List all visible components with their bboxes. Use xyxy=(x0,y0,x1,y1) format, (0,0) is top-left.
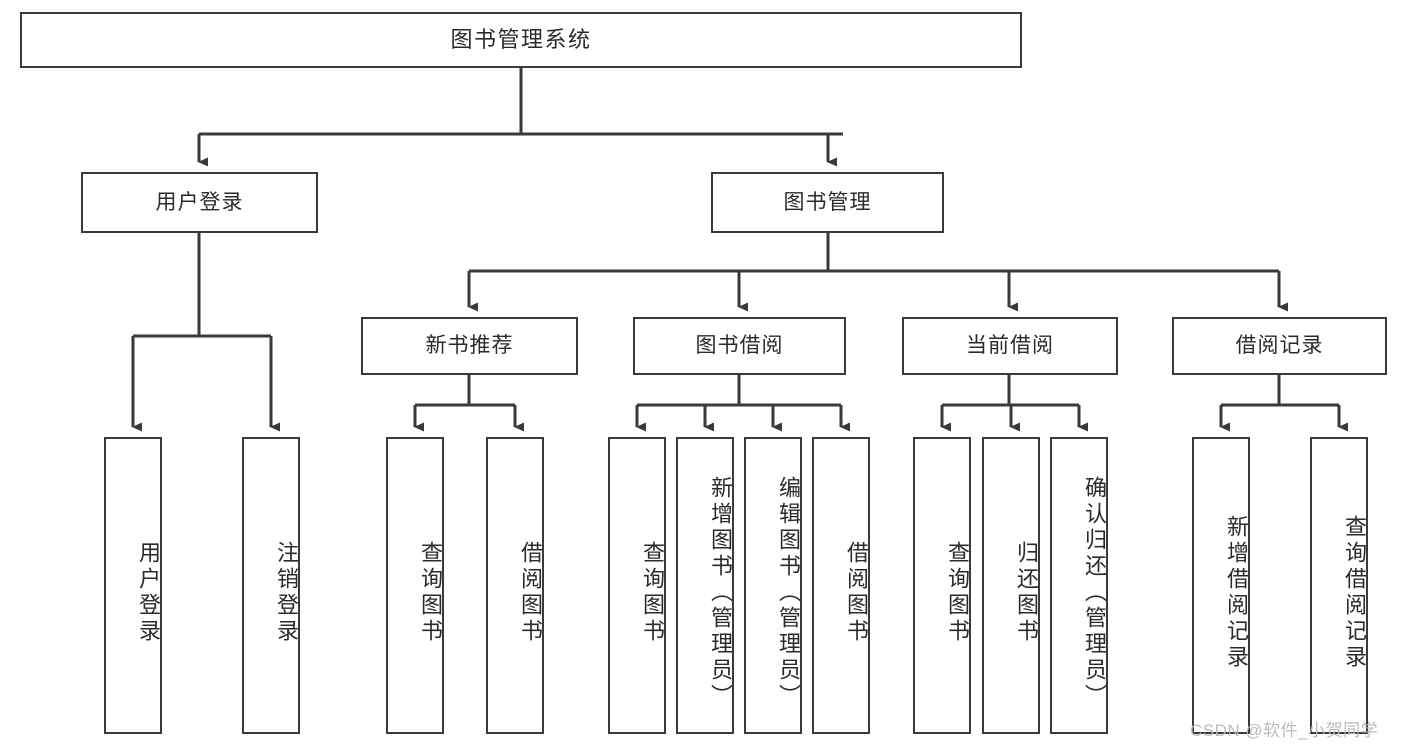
leaf-borrow-query-book[interactable]: 查询图书 xyxy=(608,437,666,734)
node-user-login[interactable]: 用户登录 xyxy=(81,172,318,233)
node-root[interactable]: 图书管理系统 xyxy=(20,12,1022,68)
node-current-borrow[interactable]: 当前借阅 xyxy=(902,317,1118,375)
leaf-recommend-query-book[interactable]: 查询图书 xyxy=(386,437,444,734)
leaf-current-query-book[interactable]: 查询图书 xyxy=(913,437,971,734)
node-borrow-record[interactable]: 借阅记录 xyxy=(1172,317,1387,375)
leaf-user-login[interactable]: 用户登录 xyxy=(104,437,162,734)
node-book-borrow[interactable]: 图书借阅 xyxy=(633,317,846,375)
leaf-record-add-borrow-record[interactable]: 新增借阅记录 xyxy=(1192,437,1250,734)
leaf-user-logout[interactable]: 注销登录 xyxy=(242,437,300,734)
leaf-borrow-edit-book-admin[interactable]: 编辑图书（管理员） xyxy=(744,437,802,734)
leaf-record-query-borrow-record[interactable]: 查询借阅记录 xyxy=(1310,437,1368,734)
leaf-borrow-lend-book[interactable]: 借阅图书 xyxy=(812,437,870,734)
node-new-book-recommend[interactable]: 新书推荐 xyxy=(361,317,578,375)
leaf-current-return-book[interactable]: 归还图书 xyxy=(982,437,1040,734)
leaf-current-confirm-return-admin[interactable]: 确认归还（管理员） xyxy=(1050,437,1108,734)
watermark: CSDN @软件_小贺同学 xyxy=(1190,721,1379,740)
node-book-manage[interactable]: 图书管理 xyxy=(711,172,944,233)
leaf-borrow-add-book-admin[interactable]: 新增图书（管理员） xyxy=(676,437,734,734)
leaf-recommend-borrow-book[interactable]: 借阅图书 xyxy=(486,437,544,734)
